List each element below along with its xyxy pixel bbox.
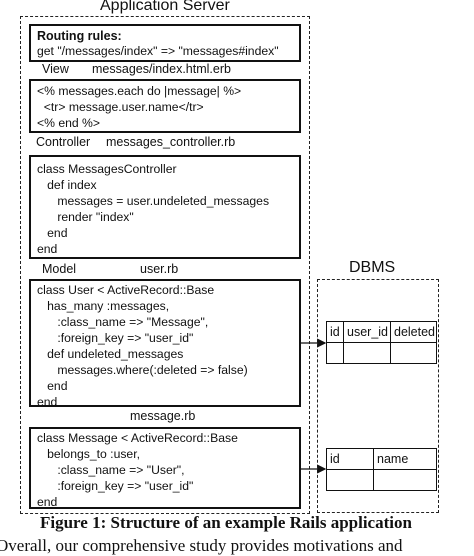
user-model-code: class User < ActiveRecord::Base has_many…: [37, 283, 248, 409]
message-model-code: class Message < ActiveRecord::Base belon…: [37, 431, 238, 509]
messages-col-deleted: deleted: [390, 321, 437, 343]
message-model-box: class Message < ActiveRecord::Base belon…: [29, 427, 301, 509]
messages-col-user-id: user_id: [343, 321, 391, 343]
controller-code: class MessagesController def index messa…: [37, 162, 270, 256]
figure-caption: Figure 1: Structure of an example Rails …: [40, 513, 412, 532]
view-box: <% messages.each do |message| %> <tr> me…: [29, 79, 301, 133]
app-server-title: Application Server: [100, 0, 230, 14]
users-row-cell: [373, 469, 437, 491]
model-label: Model: [42, 262, 77, 276]
routing-rule: get "/messages/index" => "messages#index…: [37, 44, 279, 58]
routing-rules-box: Routing rules: get "/messages/index" => …: [29, 24, 301, 62]
view-code: <% messages.each do |message| %> <tr> me…: [37, 84, 242, 130]
controller-file: messages_controller.rb: [106, 135, 236, 149]
messages-row-cell: [390, 342, 437, 364]
message-model-file: message.rb: [130, 409, 196, 423]
controller-box: class MessagesController def index messa…: [29, 155, 301, 259]
controller-label: Controller: [36, 135, 91, 149]
view-file: messages/index.html.erb: [92, 62, 231, 76]
view-label: View: [42, 62, 69, 76]
users-col-name: name: [373, 448, 437, 470]
dbms-title: DBMS: [349, 259, 396, 276]
model-file: user.rb: [140, 262, 179, 276]
body-text: Overall, our comprehensive study provide…: [0, 536, 403, 555]
user-model-box: class User < ActiveRecord::Base has_many…: [29, 279, 301, 409]
routing-heading: Routing rules:: [37, 29, 122, 43]
